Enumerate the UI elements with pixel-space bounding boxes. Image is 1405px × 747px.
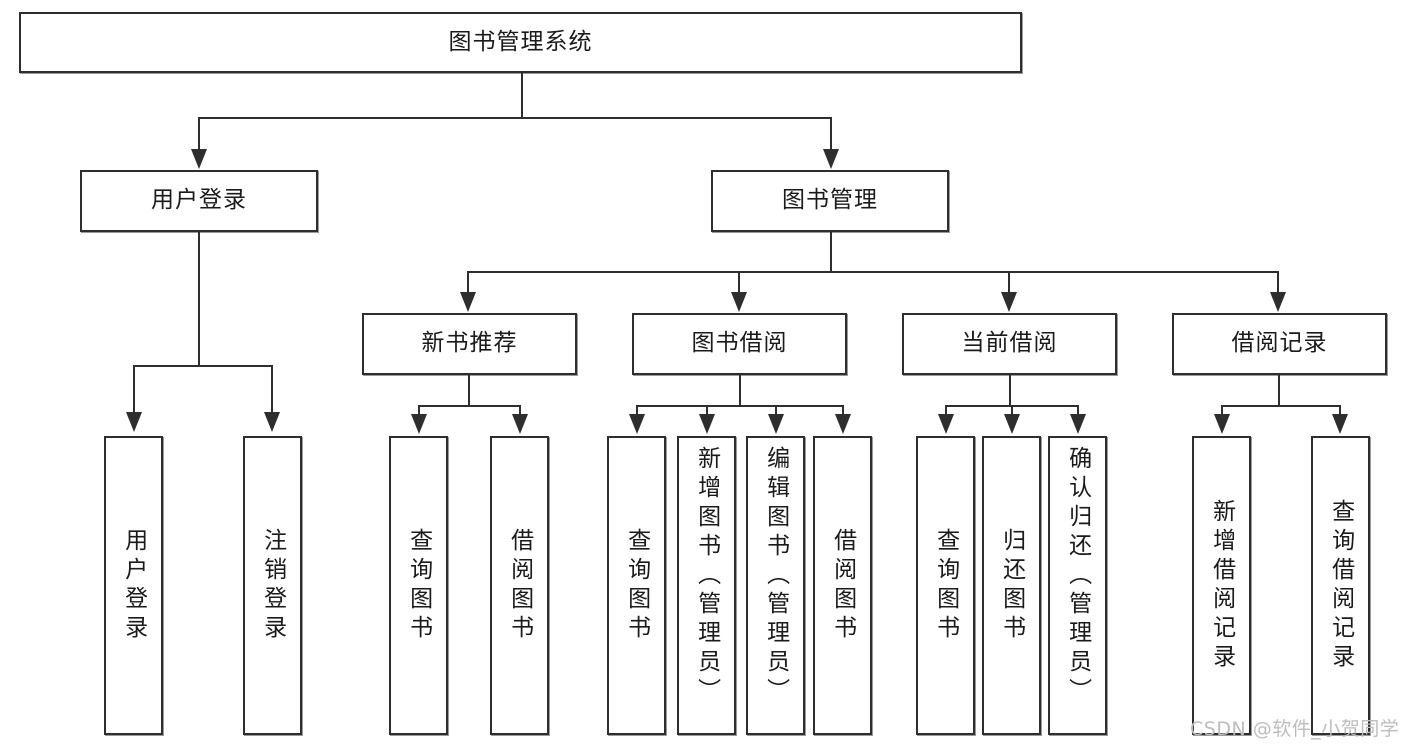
arrow-to-leaf-add-book	[699, 414, 715, 434]
node-label: 用户登录	[120, 527, 147, 644]
node-label: 确认归还（管理员）	[1064, 446, 1091, 707]
node-book-management[interactable]: 图书管理	[711, 170, 949, 232]
connector-drop-book-borrow	[738, 271, 740, 294]
connector-book-management-stem	[830, 232, 832, 272]
node-leaf-borrow-book-2[interactable]: 借阅图书	[813, 436, 872, 735]
arrow-to-leaf-return-book	[1004, 414, 1020, 434]
connector-level2-bus	[467, 271, 1279, 273]
arrow-to-leaf-query-book-1	[411, 414, 427, 434]
connector-drop-leaf-user-logout	[271, 365, 273, 414]
node-label: 借阅图书	[829, 527, 856, 644]
node-label: 编辑图书（管理员）	[762, 446, 789, 707]
node-label: 借阅记录	[1231, 330, 1328, 357]
connector-level1-bus	[198, 117, 832, 119]
connector-drop-leaf-edit-book	[775, 405, 777, 417]
node-label: 借阅图书	[506, 527, 533, 644]
node-label: 查询图书	[405, 527, 432, 644]
connector-user-login-bus	[133, 365, 272, 367]
arrow-to-leaf-user-login	[126, 412, 142, 432]
node-user-login[interactable]: 用户登录	[80, 170, 318, 232]
node-leaf-borrow-book-1[interactable]: 借阅图书	[490, 436, 549, 735]
connector-borrow-record-stem	[1278, 375, 1280, 406]
connector-drop-leaf-borrow-book-1	[519, 405, 521, 417]
connector-drop-leaf-query-book-3	[945, 405, 947, 417]
node-leaf-query-book-1[interactable]: 查询图书	[389, 436, 448, 735]
node-label: 归还图书	[998, 527, 1025, 644]
connector-level1-drop-book-management	[830, 117, 832, 151]
connector-drop-leaf-add-book	[706, 405, 708, 417]
connector-borrow-record-bus	[1221, 405, 1340, 407]
node-label: 用户登录	[151, 187, 247, 214]
connector-drop-leaf-confirm-return	[1077, 405, 1079, 417]
connector-book-borrow-stem	[739, 375, 741, 406]
connector-drop-leaf-return-book	[1011, 405, 1013, 417]
node-leaf-query-book-3[interactable]: 查询图书	[916, 436, 975, 735]
arrow-to-leaf-add-record	[1214, 414, 1230, 434]
connector-drop-leaf-user-login	[133, 365, 135, 414]
node-leaf-edit-book[interactable]: 编辑图书（管理员）	[746, 436, 805, 735]
node-borrow-record[interactable]: 借阅记录	[1172, 313, 1387, 375]
arrow-to-leaf-edit-book	[768, 414, 784, 434]
node-label: 新书推荐	[421, 330, 518, 357]
connector-root-stem	[521, 73, 523, 118]
node-label: 查询图书	[623, 527, 650, 644]
node-label: 当前借阅	[961, 330, 1058, 357]
node-leaf-return-book[interactable]: 归还图书	[982, 436, 1041, 735]
node-root-book-management-system[interactable]: 图书管理系统	[19, 12, 1022, 73]
connector-drop-leaf-query-book-2	[636, 405, 638, 417]
arrow-to-user-login	[191, 149, 207, 169]
node-label: 查询图书	[932, 527, 959, 644]
connector-level1-drop-user-login	[198, 117, 200, 151]
arrow-to-leaf-query-book-2	[629, 414, 645, 434]
arrow-to-leaf-user-logout	[264, 412, 280, 432]
connector-new-book-recommend-stem	[468, 375, 470, 406]
node-label: 图书管理	[782, 187, 878, 214]
node-label: 注销登录	[259, 527, 286, 644]
connector-current-borrow-stem	[1009, 375, 1011, 406]
arrow-to-leaf-borrow-book-1	[512, 414, 528, 434]
arrow-to-leaf-borrow-book-2	[835, 414, 851, 434]
arrow-to-book-borrow	[731, 292, 747, 312]
node-label: 查询借阅记录	[1327, 498, 1354, 673]
node-leaf-add-book[interactable]: 新增图书（管理员）	[677, 436, 736, 735]
arrow-to-book-management	[823, 149, 839, 169]
node-label: 图书管理系统	[448, 28, 593, 55]
node-label: 新增图书（管理员）	[693, 446, 720, 707]
node-leaf-add-record[interactable]: 新增借阅记录	[1192, 436, 1251, 735]
connector-drop-new-book-recommend	[467, 271, 469, 294]
node-leaf-confirm-return[interactable]: 确认归还（管理员）	[1048, 436, 1107, 735]
arrow-to-borrow-record	[1270, 292, 1286, 312]
arrow-to-leaf-confirm-return	[1070, 414, 1086, 434]
arrow-to-leaf-query-book-3	[938, 414, 954, 434]
node-leaf-user-logout[interactable]: 注销登录	[243, 436, 302, 735]
connector-drop-borrow-record	[1277, 271, 1279, 294]
node-label: 图书借阅	[691, 330, 788, 357]
connector-drop-leaf-borrow-book-2	[842, 405, 844, 417]
connector-drop-leaf-query-book-1	[418, 405, 420, 417]
node-new-book-recommend[interactable]: 新书推荐	[362, 313, 577, 375]
node-leaf-query-record[interactable]: 查询借阅记录	[1311, 436, 1370, 735]
arrow-to-current-borrow	[1001, 292, 1017, 312]
arrow-to-new-book-recommend	[460, 292, 476, 312]
connector-new-book-recommend-bus	[418, 405, 520, 407]
node-leaf-query-book-2[interactable]: 查询图书	[607, 436, 666, 735]
node-book-borrow[interactable]: 图书借阅	[632, 313, 847, 375]
connector-book-borrow-bus	[636, 405, 843, 407]
connector-drop-leaf-add-record	[1221, 405, 1223, 417]
connector-drop-leaf-query-record	[1339, 405, 1341, 417]
connector-user-login-stem	[198, 232, 200, 366]
node-leaf-user-login[interactable]: 用户登录	[104, 436, 163, 735]
arrow-to-leaf-query-record	[1332, 414, 1348, 434]
node-current-borrow[interactable]: 当前借阅	[902, 313, 1117, 375]
node-label: 新增借阅记录	[1208, 498, 1235, 673]
connector-drop-current-borrow	[1008, 271, 1010, 294]
